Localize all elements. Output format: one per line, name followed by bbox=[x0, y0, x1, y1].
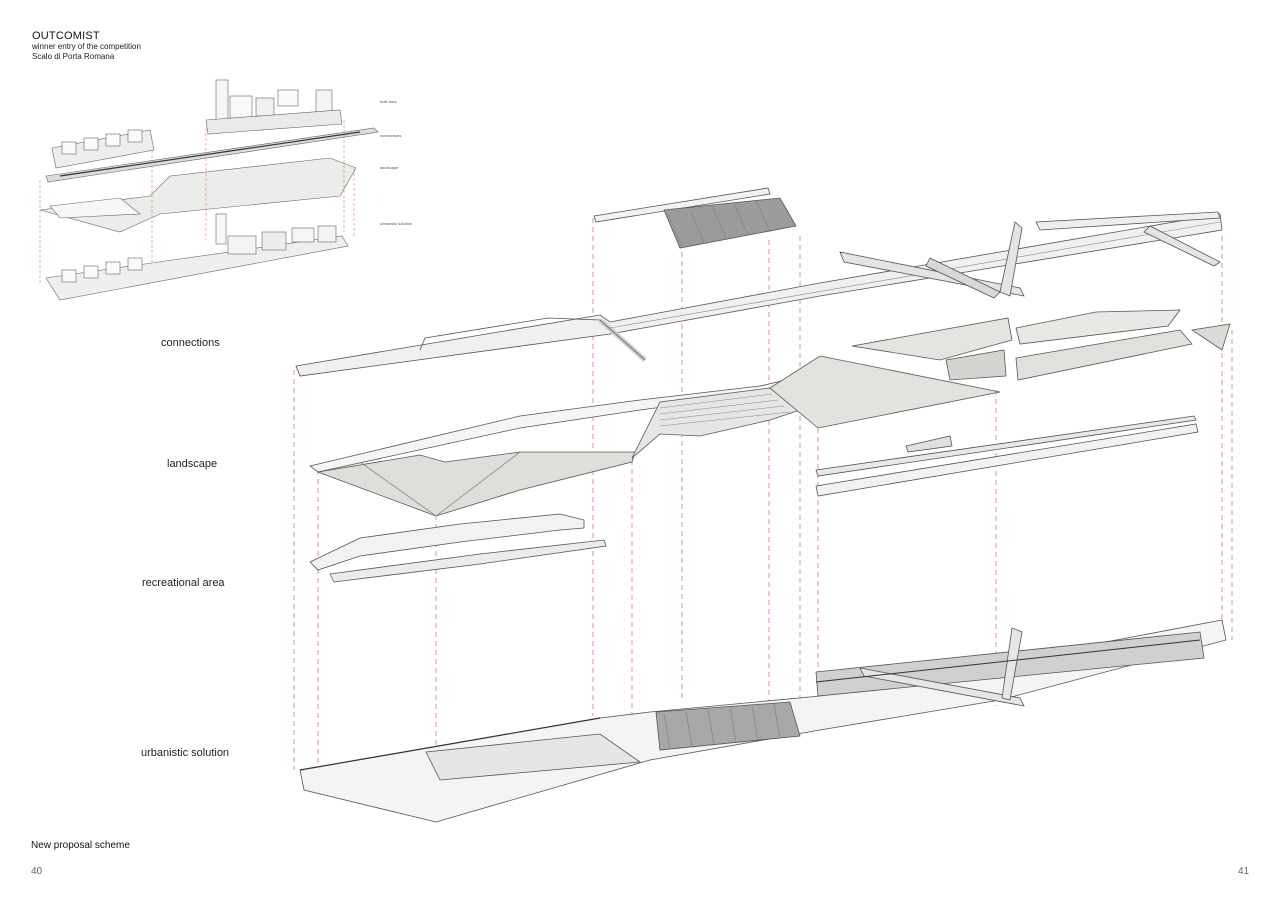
layer-recreational-drawing bbox=[309, 415, 1199, 583]
thumbnail-built-area bbox=[51, 79, 343, 169]
thumbnail-urbanistic bbox=[45, 213, 349, 301]
figure-caption: New proposal scheme bbox=[31, 840, 130, 851]
layer-label-landscape: landscape bbox=[167, 458, 218, 470]
top-block-hatch bbox=[667, 199, 771, 247]
thumbnail-label-connections: connections bbox=[380, 133, 402, 138]
layer-urbanistic-drawing bbox=[299, 619, 1227, 823]
page-number-left: 40 bbox=[31, 866, 43, 877]
thumbnail-landscape bbox=[39, 157, 357, 233]
project-title: OUTCOMIST bbox=[32, 30, 100, 42]
thumbnail-label-urbanistic: urbanistic solution bbox=[380, 221, 413, 226]
main-guide-lines bbox=[293, 218, 1233, 820]
layer-label-connections: connections bbox=[161, 337, 220, 349]
project-subtitle-site: Scalo di Porta Romana bbox=[32, 52, 115, 61]
landscape-steps bbox=[659, 393, 791, 427]
layer-label-recreational: recreational area bbox=[142, 577, 225, 589]
page-number-right: 41 bbox=[1238, 866, 1250, 877]
thumbnail-label-built-area: built area bbox=[380, 99, 397, 104]
layer-connections-drawing bbox=[295, 187, 1223, 377]
thumbnail-label-landscape: landscape bbox=[380, 165, 399, 170]
layer-landscape-drawing bbox=[309, 309, 1231, 517]
urbanistic-block-hatch bbox=[663, 703, 781, 749]
thumbnail-axonometric bbox=[39, 79, 379, 301]
project-subtitle-competition: winner entry of the competition bbox=[32, 42, 141, 51]
thumbnail-connections bbox=[45, 127, 379, 183]
thumbnail-guides bbox=[39, 120, 355, 285]
layer-label-urbanistic: urbanistic solution bbox=[141, 747, 230, 759]
